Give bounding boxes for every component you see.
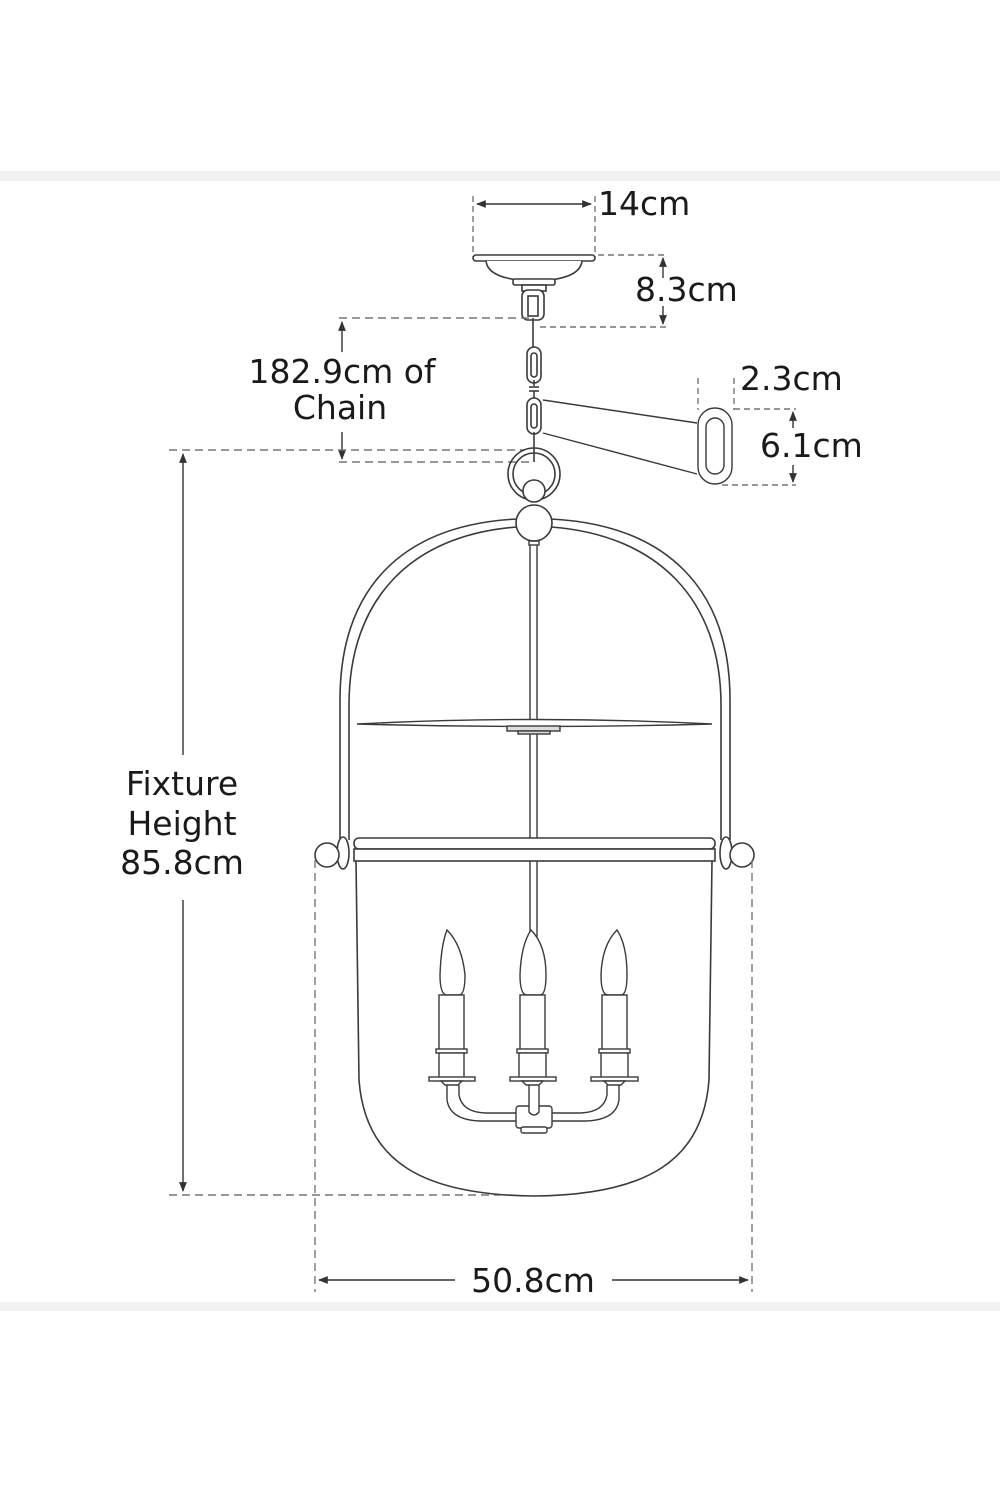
- chain-link-width-label: 2.3cm: [740, 359, 843, 398]
- glass-shade: [355, 860, 713, 1197]
- bottom-divider-band: [0, 1302, 1000, 1311]
- smoke-bell-shelf: [356, 718, 713, 735]
- chain-link-height-label: 6.1cm: [760, 426, 863, 465]
- chain-length-label-line2: Chain: [293, 388, 387, 427]
- canopy-height-label: 8.3cm: [635, 270, 738, 309]
- finial-balls: [515, 479, 553, 542]
- candle-cluster: [428, 928, 639, 1134]
- fixture-width-dimension: [314, 860, 753, 1292]
- canopy-height-dimension: [540, 254, 668, 328]
- chain-length-dimension: [338, 317, 530, 463]
- top-divider-band: [0, 171, 1000, 181]
- fixture-width-label: 50.8cm: [471, 1261, 595, 1300]
- arched-frame: [339, 518, 731, 840]
- chain-link-detail: [542, 399, 733, 485]
- chain-length-label-line1: 182.9cm of: [248, 352, 436, 391]
- fixture-height-label-line2: Height: [127, 804, 236, 843]
- fixture-height-dimension: [169, 449, 525, 1196]
- fixture-height-label-line1: Fixture: [126, 764, 238, 803]
- chain: [526, 318, 542, 462]
- fixture-height-label-line3: 85.8cm: [120, 843, 244, 882]
- canopy: [472, 254, 596, 321]
- chain-link-dimensions: [697, 378, 797, 486]
- canopy-width-label: 14cm: [598, 184, 690, 223]
- canopy-width-dimension: [472, 196, 596, 257]
- cross-bar: [314, 836, 755, 870]
